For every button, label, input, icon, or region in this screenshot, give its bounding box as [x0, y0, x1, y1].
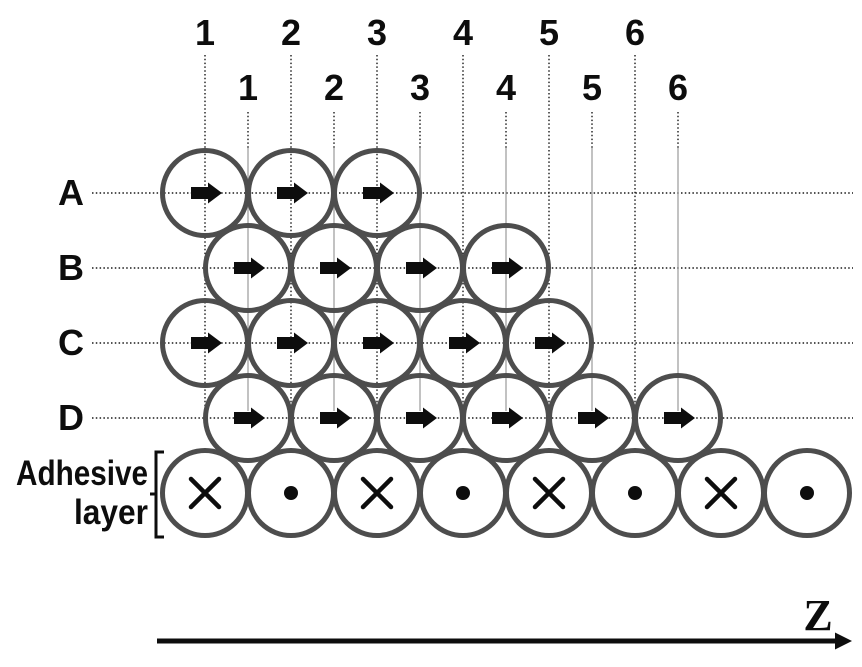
into-page-cross-icon: [532, 476, 566, 510]
offset-column-label: 1: [238, 67, 258, 108]
adhesive-circle: [762, 448, 852, 538]
column-label: 5: [539, 12, 559, 53]
z-axis-arrowhead-icon: [835, 632, 852, 650]
out-of-page-dot-icon: [284, 486, 298, 500]
grain-circle: [461, 223, 551, 313]
grain-circle: [504, 298, 594, 388]
z-axis-label: Z: [803, 591, 832, 640]
right-arrow-icon: [535, 332, 566, 354]
right-arrow-icon: [277, 332, 308, 354]
row-label: B: [58, 247, 84, 288]
into-page-cross-icon: [360, 476, 394, 510]
right-arrow-icon: [234, 407, 265, 429]
right-arrow-icon: [363, 332, 394, 354]
right-arrow-icon: [234, 257, 265, 279]
right-arrow-icon: [406, 257, 437, 279]
offset-column-label: 6: [668, 67, 688, 108]
right-arrow-icon: [191, 332, 222, 354]
column-label: 4: [453, 12, 473, 53]
adhesive-layer-label: Adhesive: [16, 454, 148, 493]
column-label: 6: [625, 12, 645, 53]
right-arrow-icon: [492, 407, 523, 429]
row-label: A: [58, 172, 84, 213]
offset-column-label: 4: [496, 67, 516, 108]
adhesive-layer-label: layer: [74, 493, 148, 532]
column-label: 3: [367, 12, 387, 53]
offset-column-label: 2: [324, 67, 344, 108]
row-label: D: [58, 397, 84, 438]
grain-circle: [332, 148, 422, 238]
right-arrow-icon: [320, 257, 351, 279]
column-label: 2: [281, 12, 301, 53]
out-of-page-dot-icon: [800, 486, 814, 500]
column-label: 1: [195, 12, 215, 53]
right-arrow-icon: [449, 332, 480, 354]
into-page-cross-icon: [188, 476, 222, 510]
row-label: C: [58, 322, 84, 363]
grain-circle: [633, 373, 723, 463]
into-page-cross-icon: [704, 476, 738, 510]
right-arrow-icon: [578, 407, 609, 429]
right-arrow-icon: [664, 407, 695, 429]
right-arrow-icon: [277, 182, 308, 204]
offset-column-label: 3: [410, 67, 430, 108]
right-arrow-icon: [191, 182, 222, 204]
right-arrow-icon: [320, 407, 351, 429]
out-of-page-dot-icon: [628, 486, 642, 500]
adhesive-bracket: [150, 450, 164, 539]
right-arrow-icon: [363, 182, 394, 204]
out-of-page-dot-icon: [456, 486, 470, 500]
right-arrow-icon: [492, 257, 523, 279]
right-arrow-icon: [406, 407, 437, 429]
offset-column-label: 5: [582, 67, 602, 108]
